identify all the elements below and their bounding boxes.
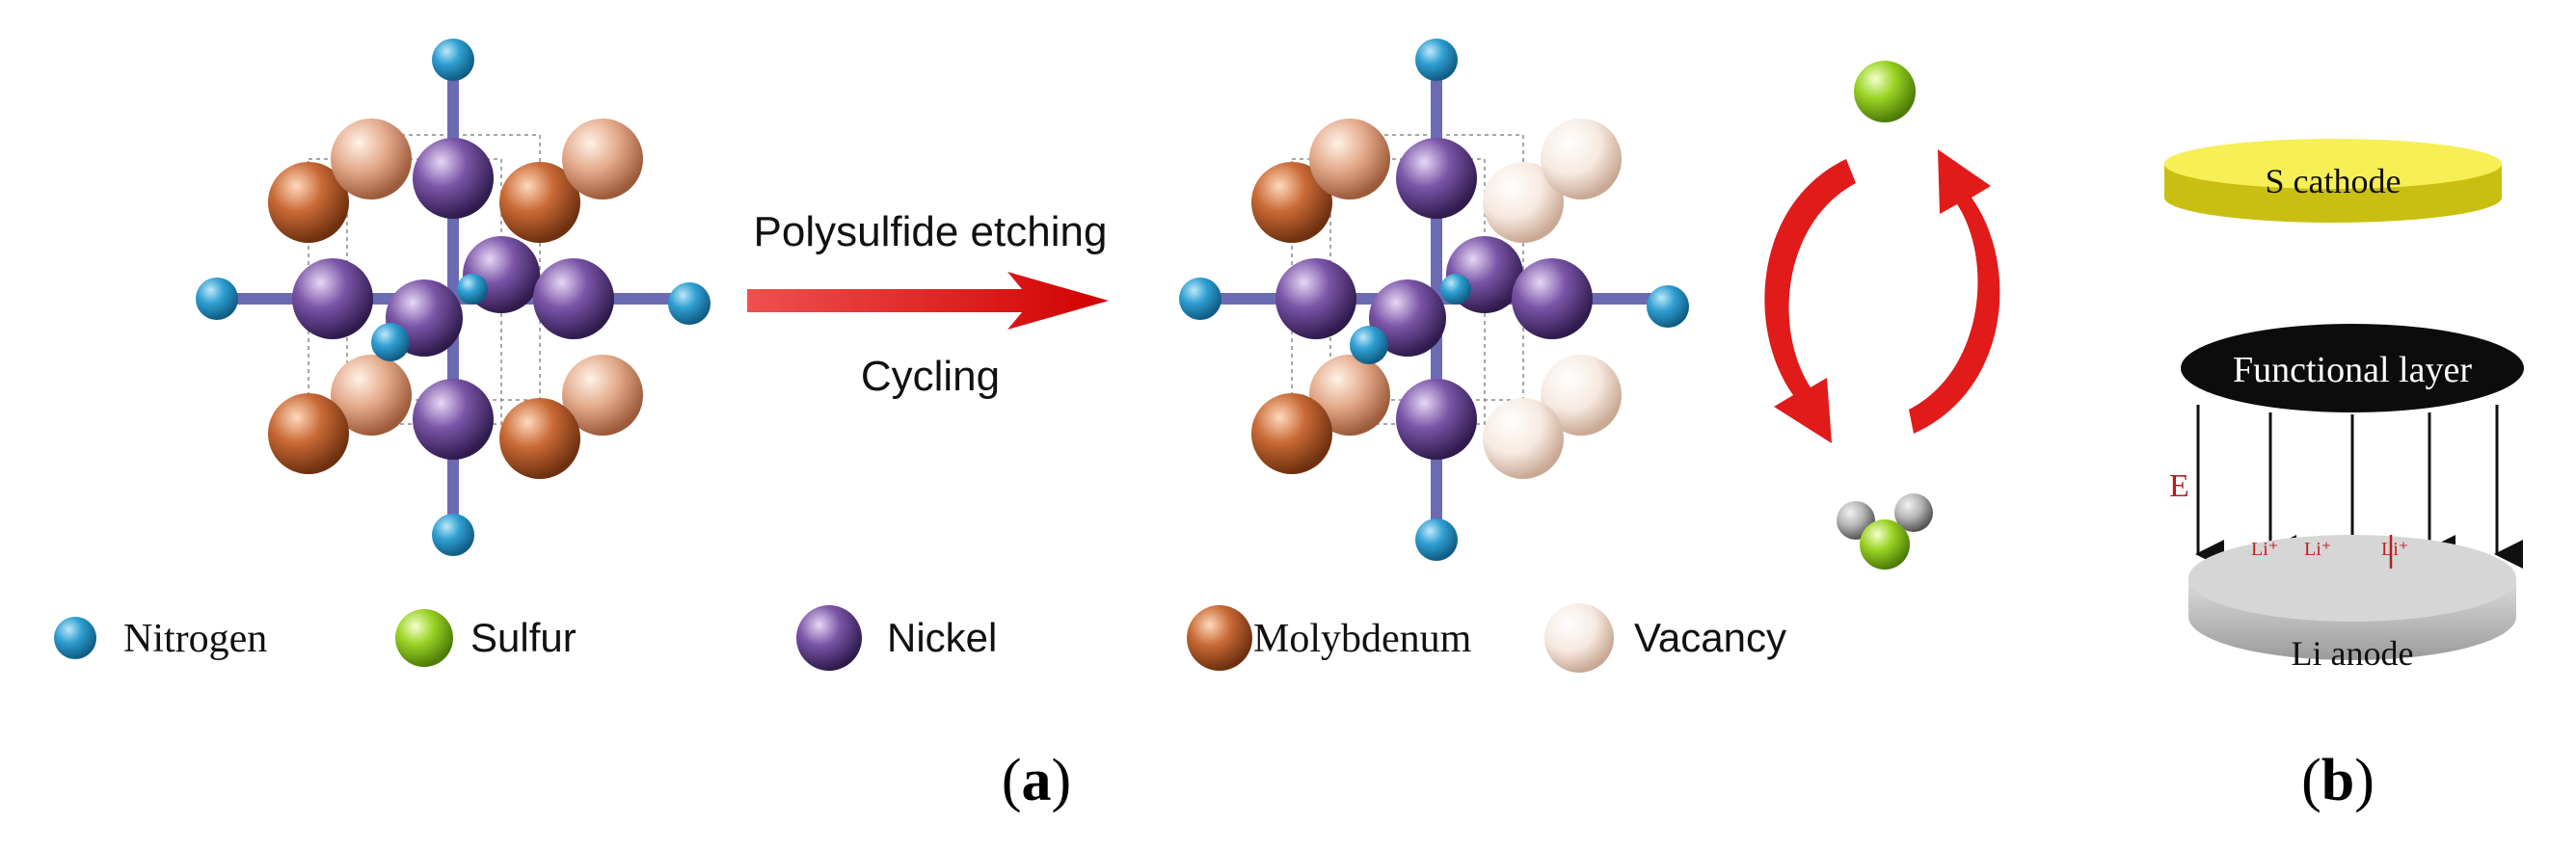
legend-item-vacancy: Vacancy	[1544, 603, 1786, 673]
nitrogen-atom	[1179, 278, 1221, 320]
nickel-atom	[1396, 138, 1477, 219]
nitrogen-atom	[668, 282, 711, 325]
legend-label: Sulfur	[470, 615, 577, 660]
nickel-swatch	[796, 605, 862, 671]
electric-field-label: E	[2169, 468, 2189, 504]
ion-label: Li⁺	[2251, 539, 2278, 560]
nitrogen-atom	[371, 323, 410, 361]
molybdenum-atom	[1251, 393, 1332, 474]
legend-label: Vacancy	[1634, 615, 1786, 660]
nitrogen-atom	[457, 274, 488, 305]
atoms	[196, 39, 711, 556]
functional-layer-label: Functional layer	[2233, 350, 2472, 390]
functional-layer-disc	[2181, 324, 2524, 412]
molybdenum-atom	[1309, 119, 1390, 199]
sulfur-atom	[1860, 519, 1910, 570]
process-arrow: Polysulfide etching Cycling	[747, 208, 1109, 400]
lithium-anode: Li⁺ Li⁺ Li⁺ Li anode	[2188, 535, 2516, 673]
nickel-atom	[533, 258, 614, 339]
molybdenum-swatch	[1187, 605, 1252, 671]
atoms	[1179, 39, 1689, 561]
crystal-structure-etched	[1179, 39, 1689, 561]
arrow-top-label: Polysulfide etching	[754, 208, 1108, 255]
nickel-atom	[413, 138, 494, 219]
nickel-atom	[413, 379, 494, 460]
sulfur-swatch	[395, 609, 453, 667]
molybdenum-atom	[562, 119, 643, 199]
arrow-bottom-label: Cycling	[861, 353, 1000, 400]
anode-label: Li anode	[2292, 634, 2414, 673]
legend-item-nickel: Nickel	[796, 605, 997, 671]
cycle-arrows	[1764, 61, 2000, 570]
nickel-atom	[1396, 379, 1477, 460]
vacancy-site	[1541, 355, 1622, 436]
nitrogen-atom	[1647, 285, 1689, 328]
legend-item-molybdenum: Molybdenum	[1187, 605, 1472, 671]
battery-schematic: S cathode Functional layer E Li⁺ Li⁺ Li⁺…	[2164, 139, 2524, 673]
nickel-atom	[1369, 279, 1446, 357]
panel-label-b: (b)	[2301, 748, 2375, 813]
sulfur-cathode: S cathode	[2164, 139, 2502, 223]
legend-label: Nitrogen	[123, 617, 267, 661]
legend: Nitrogen Sulfur Nickel Molybdenum Vacanc…	[54, 603, 1786, 673]
molybdenum-atom	[499, 398, 580, 479]
nitrogen-atom	[1350, 326, 1388, 364]
molybdenum-atom	[331, 119, 412, 199]
molybdenum-atom	[499, 162, 580, 243]
nickel-atom	[292, 258, 373, 339]
anode-disc-top	[2188, 535, 2516, 622]
molybdenum-atom	[268, 393, 349, 474]
nitrogen-atom	[432, 514, 474, 556]
ion-label: Li⁺	[2381, 539, 2408, 560]
nitrogen-atom	[1415, 39, 1458, 81]
cathode-disc-top	[2164, 139, 2502, 189]
nitrogen-swatch	[54, 617, 96, 659]
vacancy-site	[1541, 119, 1622, 199]
molybdenum-atom	[331, 355, 412, 436]
gray-atom	[1894, 493, 1933, 532]
molybdenum-atom	[1309, 355, 1390, 436]
panel-label-a: (a)	[1002, 748, 1071, 813]
sulfur-atom	[1854, 61, 1916, 122]
nitrogen-atom	[196, 278, 238, 320]
legend-label: Molybdenum	[1253, 617, 1472, 661]
field-lines	[2195, 405, 2523, 569]
nickel-atom	[1275, 258, 1356, 339]
nitrogen-atom	[1415, 518, 1458, 561]
legend-label: Nickel	[887, 615, 997, 660]
nitrogen-atom	[432, 39, 474, 81]
molybdenum-atom	[1251, 162, 1332, 243]
vacancy-site	[1483, 398, 1564, 479]
legend-item-sulfur: Sulfur	[395, 609, 577, 667]
cycle-arrow-left	[1764, 159, 1856, 443]
molybdenum-atom	[562, 355, 643, 436]
molybdenum-atom	[268, 162, 349, 243]
nitrogen-atom	[1440, 274, 1471, 305]
vacancy-site	[1483, 162, 1564, 243]
cycle-arrow-right	[1909, 149, 2000, 434]
vacancy-swatch	[1544, 603, 1614, 673]
red-arrow-shape	[747, 272, 1109, 330]
cathode-label: S cathode	[2266, 162, 2402, 200]
legend-item-nitrogen: Nitrogen	[54, 617, 267, 661]
crystal-structure-pristine	[196, 39, 711, 556]
ion-label: Li⁺	[2304, 539, 2331, 560]
polysulfide-molecule	[1837, 493, 1933, 570]
nickel-atom	[1512, 258, 1593, 339]
functional-layer: Functional layer	[2181, 324, 2524, 412]
